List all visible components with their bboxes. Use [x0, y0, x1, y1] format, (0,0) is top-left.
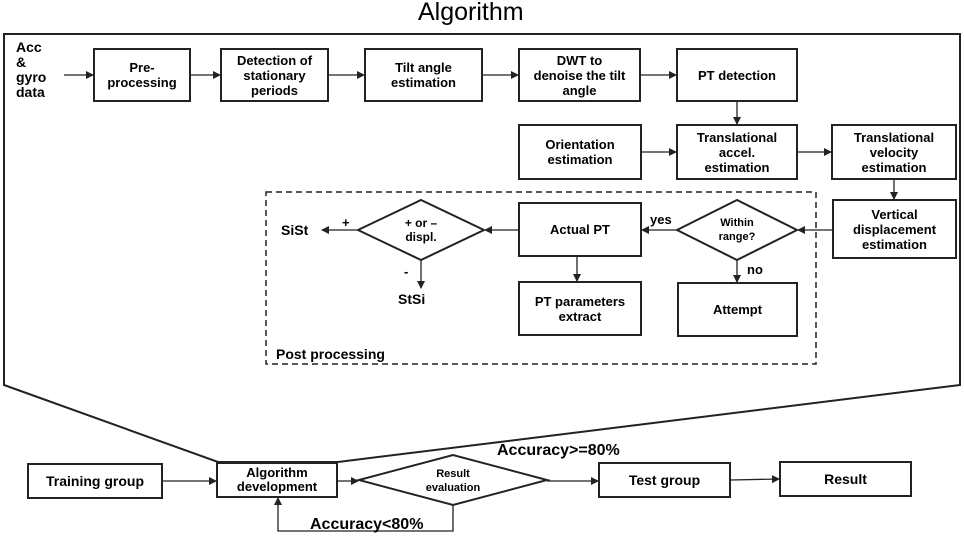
input-data-label: Acc & gyro data — [16, 39, 47, 100]
stsi-label: StSi — [398, 291, 426, 307]
post-processing-frame — [265, 191, 817, 365]
arrow-test-result — [730, 475, 780, 484]
algorithm-frame — [3, 33, 961, 463]
translational-accel-box: Translational accel. estimation — [676, 124, 798, 180]
pt-parameters-box: PT parameters extract — [518, 281, 642, 336]
accuracy-pass-label: Accuracy>=80% — [497, 442, 620, 459]
pt-detection-box: PT detection — [676, 48, 798, 102]
minus-label: - — [404, 264, 409, 279]
result-evaluation-label: Result evaluation — [425, 468, 481, 494]
post-processing-label: Post processing — [276, 346, 385, 362]
result-box: Result — [779, 461, 912, 497]
orientation-box: Orientation estimation — [518, 124, 642, 180]
tilt-angle-box: Tilt angle estimation — [364, 48, 483, 102]
yes-label: yes — [650, 212, 672, 227]
no-label: no — [747, 262, 763, 277]
preprocessing-box: Pre- processing — [93, 48, 191, 102]
algorithm-development-box: Algorithm development — [216, 462, 338, 498]
arrow-feedback-loop — [274, 497, 454, 532]
vertical-displacement-box: Vertical displacement estimation — [832, 199, 957, 259]
dwt-denoise-box: DWT to denoise the tilt angle — [518, 48, 641, 102]
attempt-box: Attempt — [677, 282, 798, 337]
translational-velocity-box: Translational velocity estimation — [831, 124, 957, 180]
within-range-label: Within range? — [718, 217, 756, 243]
stationary-periods-box: Detection of stationary periods — [220, 48, 329, 102]
displ-decision-label: + or – displ. — [404, 216, 438, 244]
result-evaluation-diamond — [355, 453, 551, 507]
sist-label: SiSt — [281, 222, 309, 238]
accuracy-fail-label: Accuracy<80% — [310, 516, 424, 533]
plus-label: + — [342, 215, 350, 230]
training-group-box: Training group — [27, 463, 163, 499]
diagram-title: Algorithm — [418, 0, 524, 26]
actual-pt-box: Actual PT — [518, 202, 642, 257]
test-group-box: Test group — [598, 462, 731, 498]
